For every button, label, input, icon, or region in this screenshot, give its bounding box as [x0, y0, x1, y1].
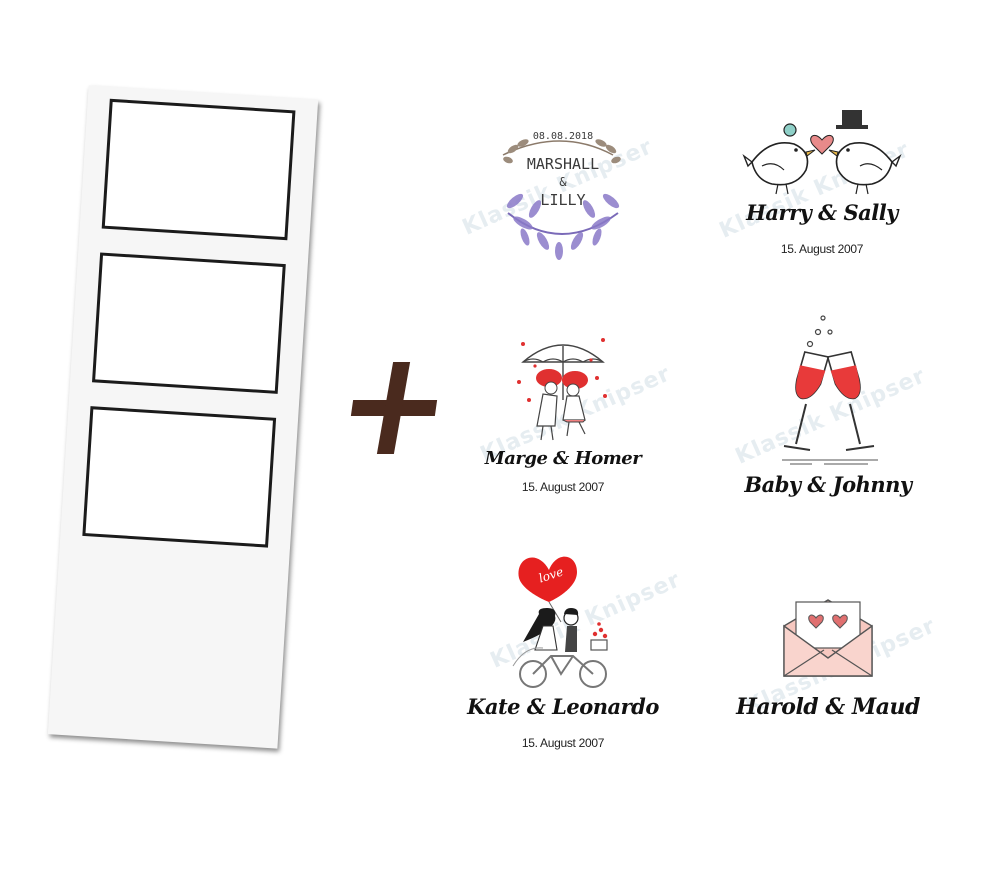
love-birds-icon — [742, 110, 902, 195]
design-kate-leonardo[interactable]: Klassik Knipser love Kate & Leonardo 15.… — [463, 548, 685, 750]
design-marshall-lilly[interactable]: Klassik Knipser 08.08.2018 MARS — [459, 105, 663, 305]
couple-names: Harry & Sally — [746, 200, 898, 225]
photo-frame-2 — [92, 252, 286, 394]
envelope-icon — [783, 599, 873, 677]
couple-names: Harold & Maud — [736, 694, 920, 720]
photo-strip — [47, 85, 319, 749]
couple-names: Marge & Homer — [484, 448, 642, 469]
photo-frame-3 — [82, 406, 277, 548]
design-date: 08.08.2018 — [532, 131, 594, 142]
tandem-bike-couple-icon — [512, 556, 608, 688]
plus-icon — [350, 362, 438, 454]
design-date: 15. August 2007 — [780, 242, 864, 256]
ampersand: & — [559, 175, 567, 189]
couple-names: Kate & Leonardo — [467, 694, 659, 719]
design-date: 15. August 2007 — [521, 480, 605, 494]
couple-names: Baby & Johnny — [744, 472, 912, 497]
wine-glasses-icon — [782, 315, 878, 465]
photo-frame-1 — [101, 98, 296, 241]
umbrella-couple-icon — [517, 338, 607, 441]
name-line-1: MARSHALL — [526, 155, 600, 173]
design-harold-maud[interactable]: Klassik Knipser Harold & Maud — [728, 588, 940, 788]
design-marge-homer[interactable]: Klassik Knipser Marge & Homer 15. August… — [463, 330, 675, 530]
design-baby-johnny[interactable]: Klassik Knipser Baby & Johnny — [728, 312, 930, 512]
name-line-2: LILLY — [540, 191, 586, 209]
design-date: 15. August 2007 — [521, 736, 605, 750]
design-harry-sally[interactable]: Klassik Knipser Harry & Sally 15. August… — [716, 100, 922, 300]
leaf-wreath-icon — [502, 139, 621, 260]
